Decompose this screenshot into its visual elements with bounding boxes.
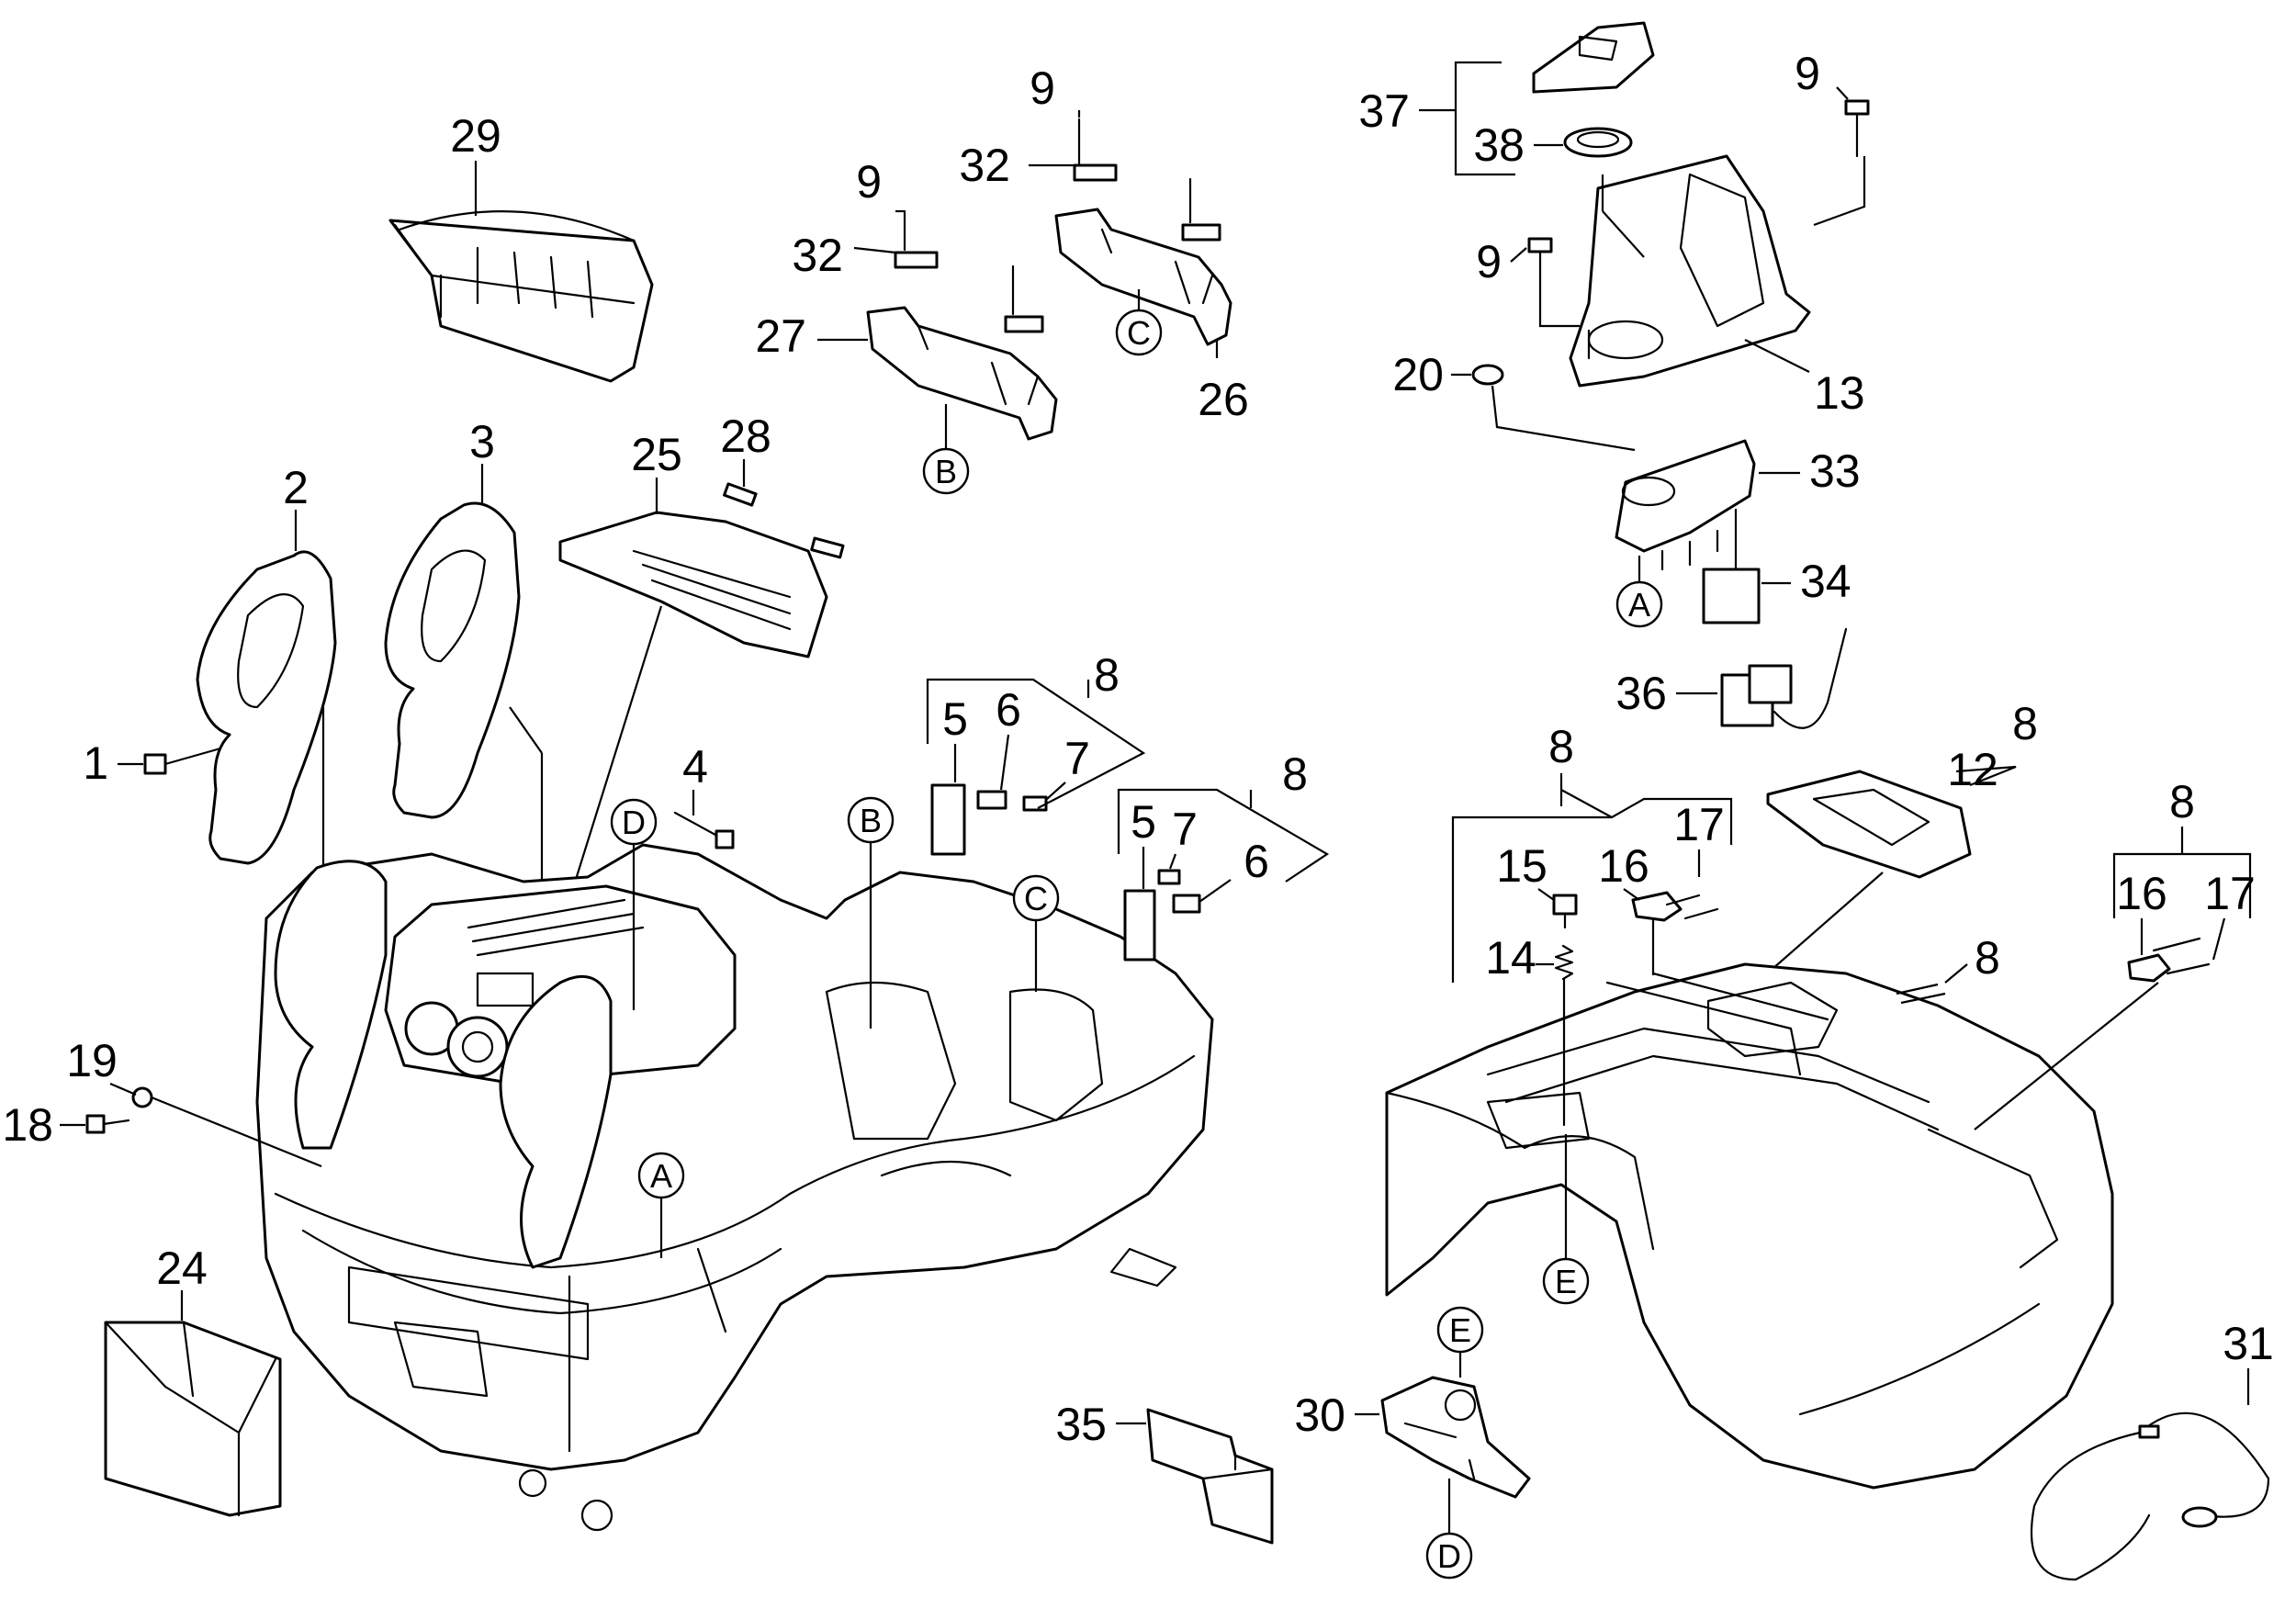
letter-E-cover: E	[1555, 1263, 1577, 1300]
part-33-valve-body	[1615, 439, 1756, 571]
part-3-handle	[384, 501, 521, 819]
label-16-right: 16	[2116, 868, 2167, 919]
label-1: 1	[83, 737, 108, 789]
label-14: 14	[1485, 932, 1536, 984]
part-9-screw-right	[1844, 99, 1870, 158]
label-9-right: 9	[1795, 48, 1820, 99]
letter-A-body: A	[650, 1157, 672, 1195]
label-29: 29	[450, 110, 501, 162]
letter-B-body: B	[860, 802, 882, 839]
label-6-upper: 6	[996, 684, 1021, 736]
part-34-switch	[1702, 508, 1761, 624]
label-9-mid: 9	[1476, 236, 1502, 287]
part-28-pins	[723, 482, 845, 559]
letter-A-valve: A	[1628, 586, 1650, 624]
part-29-storage-tray	[388, 210, 654, 383]
letter-D-bracket: D	[1437, 1537, 1461, 1575]
label-18: 18	[2, 1099, 53, 1151]
part-13-housing	[1569, 154, 1811, 388]
label-8-lid: 8	[2012, 698, 2038, 749]
label-37: 37	[1358, 85, 1410, 137]
label-32-right: 32	[959, 140, 1010, 191]
label-30: 30	[1294, 1389, 1345, 1441]
part-36-sensor	[1720, 627, 1848, 729]
part-35-bracket-plate	[1146, 1408, 1274, 1545]
label-9-left: 9	[856, 156, 882, 208]
letter-C-top: C	[1127, 314, 1151, 352]
label-27: 27	[755, 310, 806, 362]
label-2: 2	[283, 462, 309, 513]
part-4-bolt	[673, 811, 735, 849]
label-6-lower: 6	[1244, 836, 1269, 887]
parts-5-6-7-latch-set-lower	[1123, 869, 1201, 962]
label-34: 34	[1800, 556, 1851, 607]
label-20: 20	[1392, 349, 1444, 400]
label-19: 19	[66, 1035, 118, 1086]
label-3: 3	[469, 416, 495, 467]
part-2-handle	[196, 550, 337, 865]
label-9-top: 9	[1030, 62, 1055, 114]
part-15-screw	[1552, 894, 1578, 929]
label-8-right: 8	[2169, 776, 2195, 827]
label-15: 15	[1496, 840, 1548, 892]
label-7-upper: 7	[1064, 733, 1090, 784]
part-24-filter-box	[104, 1321, 282, 1517]
label-33: 33	[1809, 445, 1861, 497]
part-20-o-ring	[1471, 364, 1504, 386]
label-28: 28	[720, 410, 771, 462]
part-30-bracket	[1380, 1376, 1531, 1499]
letter-C-body: C	[1024, 880, 1048, 917]
label-25: 25	[631, 429, 682, 480]
part-1-screw	[143, 747, 222, 775]
part-25-top-cover	[558, 511, 828, 658]
label-13: 13	[1814, 367, 1865, 419]
part-37-cap	[1532, 21, 1655, 94]
letter-E-bracket: E	[1449, 1311, 1471, 1349]
letter-D-body: D	[622, 804, 646, 841]
part-14-spring	[1554, 944, 1574, 1127]
label-12: 12	[1947, 744, 1998, 795]
body-handle-left	[274, 860, 388, 1150]
engine-hood-cover	[1385, 962, 2114, 1490]
label-4: 4	[682, 741, 708, 793]
label-8-upper: 8	[1094, 649, 1120, 701]
label-8-hood-small: 8	[1975, 932, 2000, 984]
label-17-right: 17	[2204, 868, 2256, 919]
part-16-hinge-left	[1631, 891, 1719, 922]
label-26: 26	[1198, 374, 1249, 425]
body-handle-right	[499, 974, 613, 1269]
label-35: 35	[1055, 1399, 1107, 1450]
label-16-left: 16	[1598, 840, 1649, 892]
part-16-hinge-right	[2127, 937, 2211, 983]
label-38: 38	[1473, 119, 1525, 171]
label-17-left: 17	[1673, 799, 1725, 850]
label-36: 36	[1615, 668, 1667, 719]
label-5-lower: 5	[1131, 796, 1156, 848]
label-7-lower: 7	[1172, 804, 1198, 855]
part-12-lid	[1766, 770, 1972, 879]
part-18-19-screw-washer	[85, 1086, 322, 1168]
part-31-cable	[2030, 1411, 2270, 1581]
label-24: 24	[156, 1243, 208, 1294]
part-38-seal-ring	[1563, 127, 1633, 158]
label-8-hood: 8	[1548, 721, 1574, 772]
part-9-screw-mid	[1527, 237, 1553, 291]
part-27-bracket	[866, 209, 1058, 441]
label-32-left: 32	[792, 230, 843, 281]
parts-5-6-7-latch-set-upper	[930, 783, 1048, 856]
label-8-mid: 8	[1282, 748, 1308, 800]
letter-B-top: B	[935, 453, 957, 490]
label-31: 31	[2223, 1318, 2274, 1369]
part-26-bracket	[1054, 118, 1232, 346]
label-5-upper: 5	[942, 693, 968, 745]
